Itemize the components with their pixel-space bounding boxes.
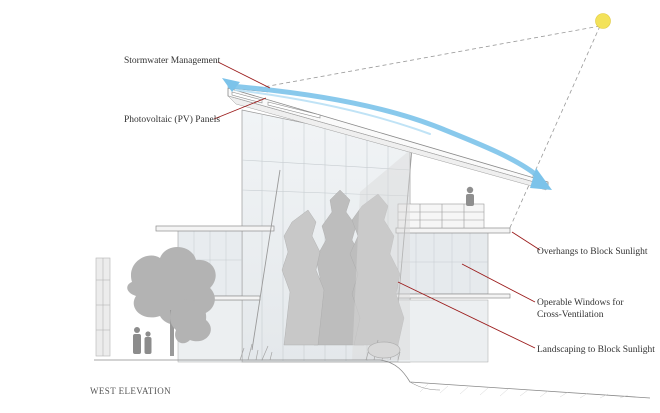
ground-line [94, 359, 651, 399]
label-pv-panels: Photovoltaic (PV) Panels [124, 114, 220, 125]
conifer-trees [281, 189, 405, 346]
label-landscaping: Landscaping to Block Sunlight [537, 345, 655, 355]
pv-panels [231, 91, 321, 119]
people-figures [133, 327, 152, 354]
diagram-caption: WEST ELEVATION [90, 386, 171, 396]
sunlight-beam [352, 150, 410, 360]
sun-angle-lines [257, 25, 601, 233]
deciduous-tree [127, 246, 216, 356]
label-cross-ventilation: Cross-Ventilation [537, 310, 604, 320]
label-operable-windows: Operable Windows for [537, 297, 624, 308]
shrubs [239, 339, 401, 361]
leader-lines [213, 61, 541, 349]
neighbor-building [95, 257, 111, 357]
terrain-hatch [419, 383, 629, 399]
label-overhangs: Overhangs to Block Sunlight [537, 247, 648, 257]
airflow-arrow [222, 78, 552, 190]
label-stormwater-management: Stormwater Management [124, 56, 221, 66]
person-figure [466, 186, 474, 206]
sun-icon [595, 13, 611, 29]
